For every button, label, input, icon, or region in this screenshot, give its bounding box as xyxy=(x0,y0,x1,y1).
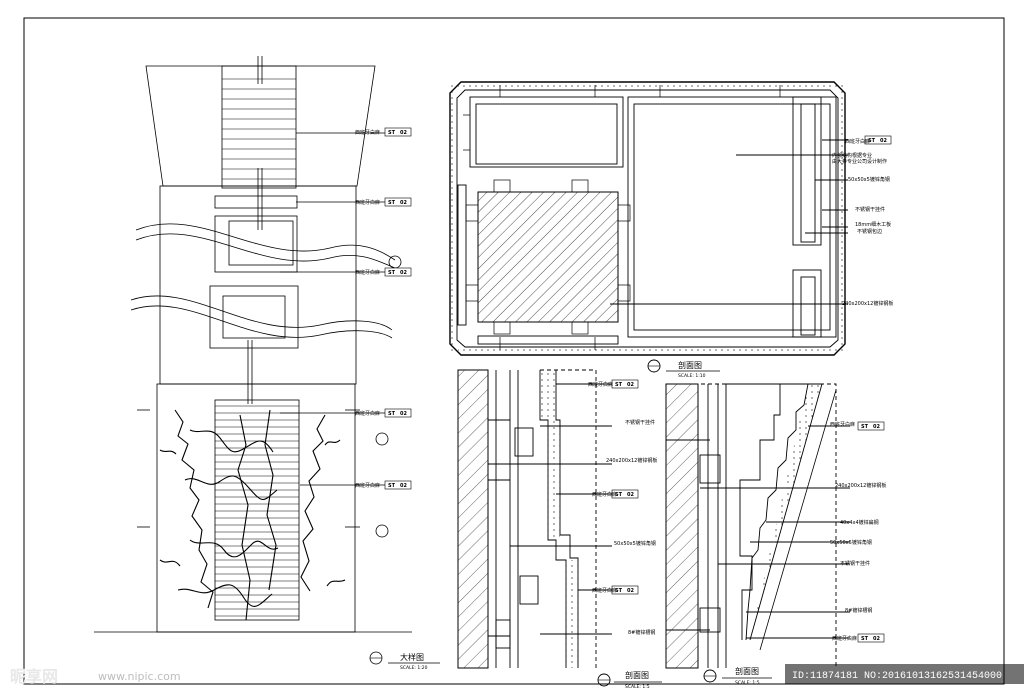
annotation-label: 240x200x12镀锌钢板 xyxy=(835,482,886,489)
annotation-label: 50x50x5镀锌角钢 xyxy=(614,540,656,547)
tag-code: ST xyxy=(388,130,396,136)
tag-num: 02 xyxy=(627,492,634,498)
annotation-label: 西班牙白麻 xyxy=(592,587,617,594)
material-tag-text: ST 02 ST 02 ST 02 ST 02 ST 02 ST 02 ST 0… xyxy=(388,130,887,642)
annotation-label: 西班牙白麻 xyxy=(355,410,380,417)
tag-num: 02 xyxy=(627,382,634,388)
section-b-labels: 西班牙白麻 不锈钢干挂件 240x200x12镀锌钢板 西班牙白麻 50x50x… xyxy=(588,381,657,636)
tag-code: ST xyxy=(388,483,396,489)
tag-code: ST xyxy=(388,200,396,206)
plan-section-labels: 西班牙白麻 内部结构根据专业 由大券专业公司设计制作 50x50x5镀锌角钢 不… xyxy=(832,138,893,307)
annotation-label: 西班牙白麻 xyxy=(832,635,857,642)
annotation-label: 50x50x5镀锌角钢 xyxy=(830,539,872,546)
annotation-label: 西班牙白麻 xyxy=(355,199,380,206)
plan-section-view xyxy=(449,81,848,373)
section-b-view xyxy=(457,369,612,687)
tag-num: 02 xyxy=(400,270,407,276)
tag-num: 02 xyxy=(627,588,634,594)
elevation-caption: 大样图 xyxy=(400,652,424,662)
watermark-logo: 昵享网 xyxy=(10,667,58,686)
annotation-label: 50x50x5镀锌角钢 xyxy=(848,176,890,183)
tag-num: 02 xyxy=(400,411,407,417)
watermark: 昵享网 www.nipic.com ID:11874181 NO:2016101… xyxy=(10,664,1024,686)
tag-code: ST xyxy=(861,636,869,642)
annotation-label: 西班牙白麻 xyxy=(355,482,380,489)
annotation-label: 西班牙白麻 xyxy=(355,269,380,276)
annotation-label: 18mm细木工板 xyxy=(855,221,891,228)
annotation-label: 8#镀锌槽钢 xyxy=(628,629,655,636)
annotation-label: 不锈钢干挂件 xyxy=(855,206,885,213)
tag-code: ST xyxy=(615,492,623,498)
view-captions: 大样图 SCALE: 1:20 剖面图 SCALE: 1:10 剖面图 SCAL… xyxy=(369,360,772,690)
plan-section-scale: SCALE: 1:10 xyxy=(678,373,706,379)
tag-num: 02 xyxy=(873,636,880,642)
annotation-label: 西班牙白麻 xyxy=(845,138,870,145)
annotation-label: 240x200x12镀锌钢板 xyxy=(842,300,893,307)
tag-code: ST xyxy=(615,588,623,594)
section-c-scale: SCALE: 1:5 xyxy=(735,680,760,686)
annotation-label: 由大券专业公司设计制作 xyxy=(832,158,887,165)
watermark-id: ID:11874181 NO:20161013162531454000 xyxy=(792,671,1002,682)
tag-code: ST xyxy=(388,270,396,276)
elevation-view xyxy=(94,56,412,633)
tag-code: ST xyxy=(615,382,623,388)
section-c-caption: 剖面图 xyxy=(735,666,759,676)
annotation-label: 西班牙白麻 xyxy=(588,381,613,388)
annotation-label: 不锈钢包边 xyxy=(857,228,882,235)
elevation-labels: 西班牙白麻 西班牙白麻 西班牙白麻 西班牙白麻 西班牙白麻 xyxy=(355,129,380,489)
annotation-label: 内部结构根据专业 xyxy=(832,152,872,159)
annotation-label: 不锈钢干挂件 xyxy=(840,560,870,567)
annotation-label: 8#镀锌槽钢 xyxy=(845,607,872,614)
material-tags xyxy=(384,127,892,643)
annotation-label: 不锈钢干挂件 xyxy=(625,419,655,426)
annotation-label: 西班牙白麻 xyxy=(355,129,380,136)
tag-num: 02 xyxy=(880,138,887,144)
tag-code: ST xyxy=(388,411,396,417)
tag-num: 02 xyxy=(400,200,407,206)
section-b-caption: 剖面图 xyxy=(625,670,649,680)
tag-code: ST xyxy=(868,138,876,144)
watermark-site: www.nipic.com xyxy=(98,670,181,683)
plan-section-caption: 剖面图 xyxy=(678,360,702,370)
elevation-scale: SCALE: 1:20 xyxy=(400,665,428,671)
section-c-labels: 西班牙白麻 240x200x12镀锌钢板 40x4x4镀锌扁钢 50x50x5镀… xyxy=(830,421,886,642)
tag-code: ST xyxy=(861,424,869,430)
watermark-id-bar xyxy=(785,664,1024,684)
section-b-scale: SCALE: 1:5 xyxy=(625,684,650,690)
annotation-label: 40x4x4镀锌扁钢 xyxy=(840,519,879,526)
tag-num: 02 xyxy=(400,130,407,136)
annotation-label: 西班牙白麻 xyxy=(592,491,617,498)
annotation-label: 西班牙白麻 xyxy=(830,421,855,428)
sheet-border xyxy=(23,17,1005,685)
section-c-view xyxy=(665,383,850,683)
annotation-label: 240x200x12镀锌钢板 xyxy=(606,457,657,464)
tag-num: 02 xyxy=(400,483,407,489)
tag-num: 02 xyxy=(873,424,880,430)
